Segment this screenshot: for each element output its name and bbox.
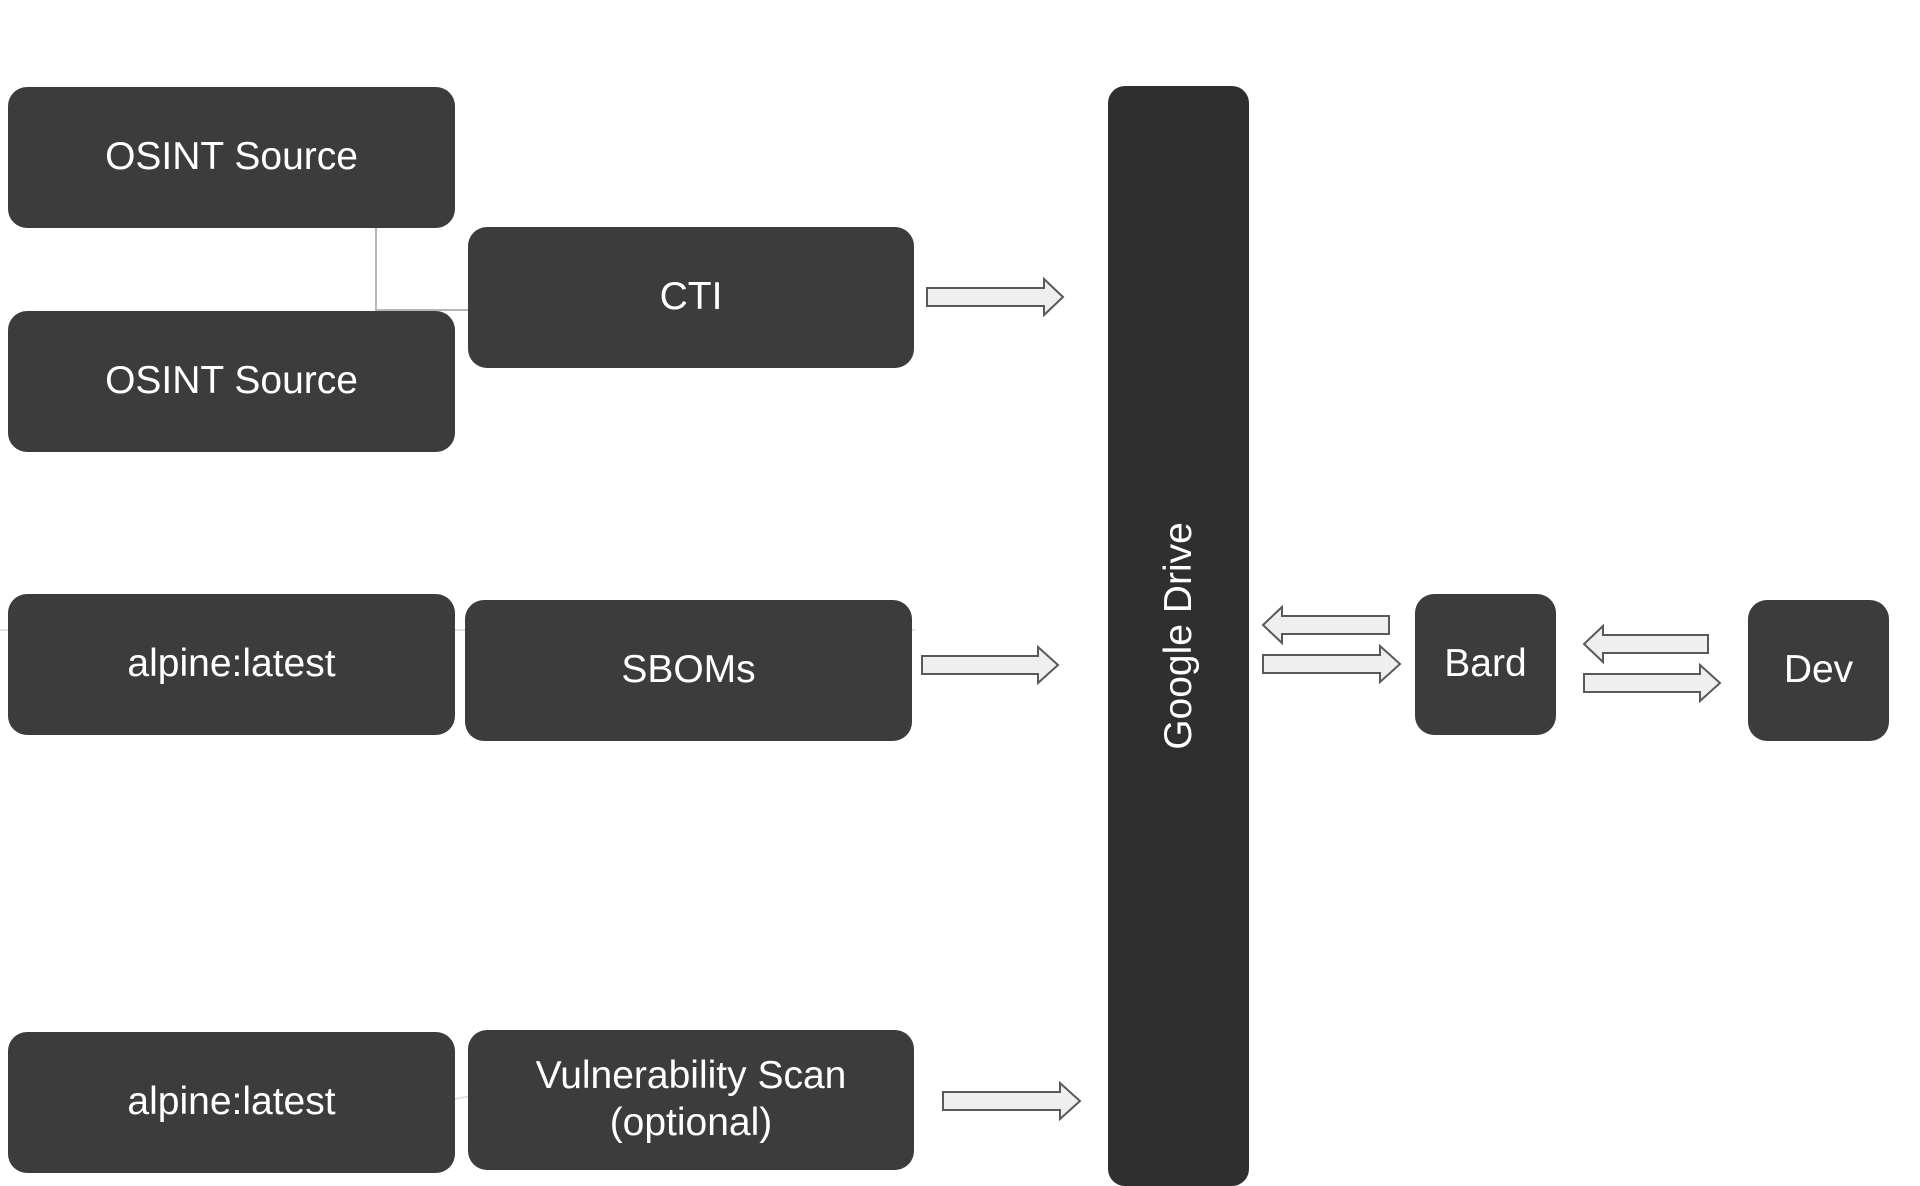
sboms-to-drive-arrow [921,644,1060,686]
osint-source-label-2: OSINT Source [105,359,358,403]
dev-to-bard-arrow [1582,623,1709,665]
sboms-node[interactable]: SBOMs [465,600,912,741]
vulnerability-scan-node[interactable]: Vulnerability Scan (optional) [468,1030,914,1170]
alpine-latest-node-2[interactable]: alpine:latest [8,1032,455,1173]
bard-node[interactable]: Bard [1415,594,1556,735]
vulnerability-scan-label: Vulnerability Scan (optional) [535,1054,847,1144]
alpine-latest-label-2: alpine:latest [127,1080,336,1124]
cti-to-drive-arrow [926,276,1065,318]
dev-label: Dev [1783,648,1854,692]
cti-node[interactable]: CTI [468,227,914,368]
osint-source-node-2[interactable]: OSINT Source [8,311,455,452]
osint-source-label-1: OSINT Source [105,135,358,179]
bard-to-dev-arrow [1583,662,1722,704]
drive-to-bard-arrow [1262,643,1402,685]
bard-to-drive-arrow [1261,604,1390,646]
cti-label: CTI [659,275,723,319]
google-drive-node[interactable]: Google Drive [1108,86,1249,1186]
alpine-latest-node-1[interactable]: alpine:latest [8,594,455,735]
bard-label: Bard [1444,642,1527,686]
vulnscan-to-drive-arrow [942,1080,1082,1122]
sboms-label: SBOMs [621,648,756,692]
osint-source-node-1[interactable]: OSINT Source [8,87,455,228]
alpine-latest-label-1: alpine:latest [127,642,336,686]
dev-node[interactable]: Dev [1748,600,1889,741]
